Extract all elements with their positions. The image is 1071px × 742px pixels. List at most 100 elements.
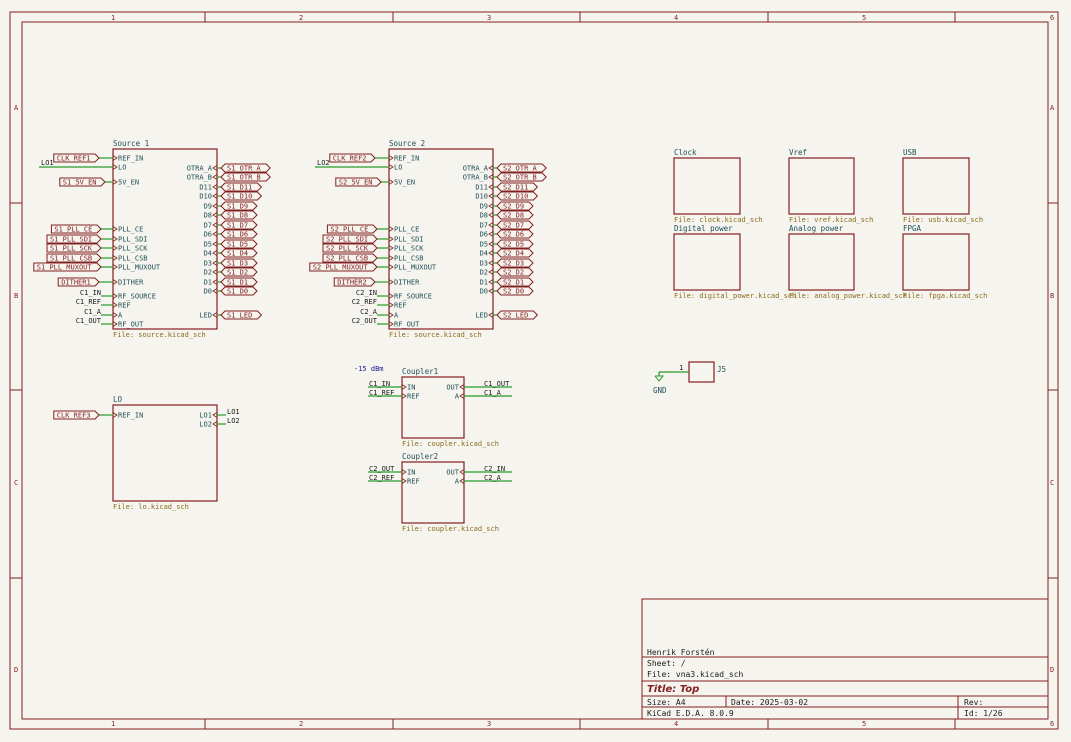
sheet-pin[interactable]: A <box>455 478 460 486</box>
sheet-pin[interactable]: REF <box>407 393 420 401</box>
global-label[interactable] <box>322 234 378 244</box>
sheet-pin[interactable]: PLL_SCK <box>118 245 148 253</box>
global-label[interactable] <box>33 262 102 272</box>
global-label[interactable] <box>496 229 534 239</box>
sheet-pin[interactable]: REF_IN <box>394 155 419 163</box>
sheet-fpga[interactable]: FPGA File: fpga.kicad_sch <box>902 224 987 300</box>
sheet-pin[interactable]: 5V_EN <box>118 179 139 187</box>
sheet-analog-power[interactable]: Analog power File: analog_power.kicad_sc… <box>788 224 907 300</box>
global-label[interactable] <box>220 277 258 287</box>
sheet-pin[interactable]: D10 <box>199 193 212 201</box>
sheet-box[interactable] <box>673 157 741 215</box>
sheet-pin[interactable]: A <box>394 312 399 320</box>
sheet-pin[interactable]: LED <box>475 312 488 320</box>
global-label[interactable] <box>220 286 258 296</box>
sheet-pin[interactable]: PLL_CSB <box>394 255 424 263</box>
global-label[interactable] <box>59 177 106 187</box>
sheet-pin[interactable]: D1 <box>480 279 488 287</box>
global-label[interactable] <box>329 153 376 163</box>
sheet-pin[interactable]: D0 <box>480 288 488 296</box>
sheet-pin[interactable]: D4 <box>204 250 212 258</box>
sheet-pin[interactable]: PLL_SDI <box>394 236 424 244</box>
global-label[interactable] <box>496 191 539 201</box>
sheet-pin[interactable]: D9 <box>480 203 488 211</box>
global-label[interactable] <box>326 224 378 234</box>
sheet-pin[interactable]: PLL_MUXOUT <box>394 264 437 272</box>
global-label[interactable] <box>496 310 539 320</box>
sheet-pin[interactable]: D8 <box>480 212 488 220</box>
sheet-pin[interactable]: D9 <box>204 203 212 211</box>
global-label[interactable] <box>50 224 102 234</box>
sheet-pin[interactable]: REF_IN <box>118 155 143 163</box>
global-label[interactable] <box>53 153 100 163</box>
sheet-clock[interactable]: Clock File: clock.kicad_sch <box>673 148 763 224</box>
global-label[interactable] <box>496 267 534 277</box>
global-label[interactable] <box>220 172 271 182</box>
sheet-pin[interactable]: RF_OUT <box>118 321 144 329</box>
sheet-coupler1[interactable]: -15 dBm Coupler1 File: coupler.kicad_sch… <box>354 365 512 448</box>
sheet-pin[interactable]: D8 <box>204 212 212 220</box>
sheet-box[interactable] <box>788 157 855 215</box>
sheet-source-1[interactable]: Source 1 File: source.kicad_sch REF_INLO… <box>33 139 271 339</box>
sheet-pin[interactable]: RF_OUT <box>394 321 420 329</box>
sheet-box[interactable] <box>401 376 465 439</box>
connector-body[interactable] <box>688 361 715 383</box>
sheet-pin[interactable]: D11 <box>199 184 212 192</box>
global-label[interactable] <box>496 182 539 192</box>
sheet-pin[interactable]: A <box>118 312 123 320</box>
sheet-pin[interactable]: D3 <box>204 260 212 268</box>
sheet-pin[interactable]: OTRA_B <box>463 174 488 182</box>
global-label[interactable] <box>220 267 258 277</box>
sheet-pin[interactable]: REF <box>394 302 407 310</box>
sheet-pin[interactable]: D10 <box>475 193 488 201</box>
sheet-box[interactable] <box>112 404 218 502</box>
sheet-pin[interactable]: D6 <box>480 231 488 239</box>
sheet-pin[interactable]: D2 <box>480 269 488 277</box>
sheet-pin[interactable]: D3 <box>480 260 488 268</box>
global-label[interactable] <box>220 210 258 220</box>
global-label[interactable] <box>496 277 534 287</box>
connector-j5[interactable]: 1 J5 GND <box>653 361 726 395</box>
global-label[interactable] <box>335 177 382 187</box>
global-label[interactable] <box>220 163 271 173</box>
sheet-box[interactable] <box>388 148 494 330</box>
sheet-usb[interactable]: USB File: usb.kicad_sch <box>902 148 983 224</box>
global-label[interactable] <box>309 262 378 272</box>
sheet-pin[interactable]: PLL_CSB <box>118 255 148 263</box>
sheet-box[interactable] <box>902 157 970 215</box>
sheet-pin[interactable]: LO <box>394 164 402 172</box>
sheet-vref[interactable]: Vref File: vref.kicad_sch <box>788 148 873 224</box>
global-label[interactable] <box>220 220 258 230</box>
sheet-pin[interactable]: LO2 <box>199 421 212 429</box>
sheet-pin[interactable]: PLL_MUXOUT <box>118 264 161 272</box>
sheet-pin[interactable]: DITHER <box>394 279 420 287</box>
global-label[interactable] <box>322 243 378 253</box>
global-label[interactable] <box>322 253 378 263</box>
sheet-pin[interactable]: D0 <box>204 288 212 296</box>
global-label[interactable] <box>220 248 258 258</box>
sheet-pin[interactable]: RF_SOURCE <box>118 293 156 301</box>
sheet-pin[interactable]: REF <box>407 478 420 486</box>
sheet-box[interactable] <box>112 148 218 330</box>
sheet-pin[interactable]: PLL_SCK <box>394 245 424 253</box>
sheet-pin[interactable]: PLL_SDI <box>118 236 148 244</box>
sheet-pin[interactable]: PLL_CE <box>118 226 143 234</box>
sheet-pin[interactable]: OTRA_A <box>187 165 213 173</box>
global-label[interactable] <box>496 163 547 173</box>
sheet-pin[interactable]: OUT <box>446 384 459 392</box>
sheet-pin[interactable]: D1 <box>204 279 212 287</box>
global-label[interactable] <box>46 234 102 244</box>
global-label[interactable] <box>46 253 102 263</box>
sheet-pin[interactable]: A <box>455 393 460 401</box>
global-label[interactable] <box>46 243 102 253</box>
global-label[interactable] <box>220 258 258 268</box>
global-label[interactable] <box>496 248 534 258</box>
global-label[interactable] <box>220 182 263 192</box>
sheet-coupler2[interactable]: Coupler2 File: coupler.kicad_sch INC2_OU… <box>368 452 512 533</box>
sheet-pin[interactable]: RF_SOURCE <box>394 293 432 301</box>
sheet-pin[interactable]: D5 <box>204 241 212 249</box>
sheet-pin[interactable]: OTRA_A <box>463 165 489 173</box>
sheet-pin[interactable]: LED <box>199 312 212 320</box>
sheet-box[interactable] <box>401 461 465 524</box>
